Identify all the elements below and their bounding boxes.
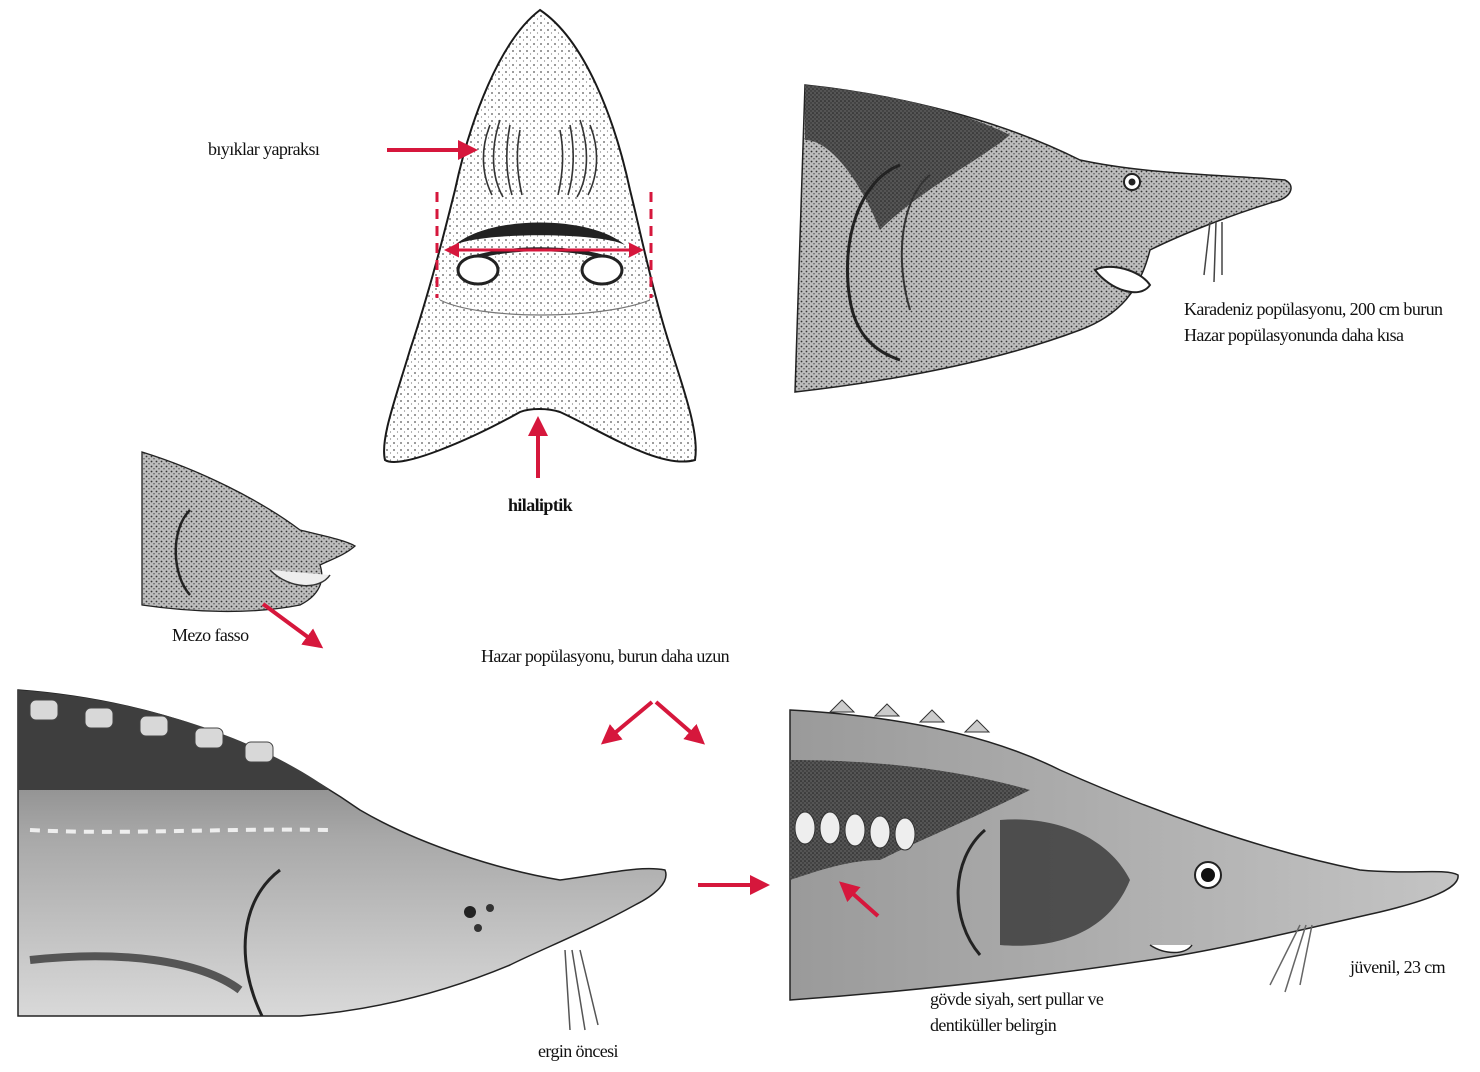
label-caspian: Hazar popülasyonu, burun daha uzun bbox=[481, 643, 729, 669]
split-arrow-icon bbox=[604, 702, 702, 742]
label-pre-adult: ergin öncesi bbox=[538, 1038, 618, 1064]
ventral-head-view bbox=[384, 10, 696, 462]
red-arrow-icon bbox=[263, 604, 320, 646]
pre-adult-illustration bbox=[18, 690, 666, 1030]
label-juvenile: jüvenil, 23 cm bbox=[1350, 954, 1445, 980]
barbels bbox=[565, 950, 598, 1030]
barbels bbox=[1204, 222, 1222, 282]
label-barbel-leaf: bıyıklar yapraksı bbox=[208, 136, 319, 162]
small-head-illustration bbox=[142, 452, 355, 611]
label-black-sea: Karadeniz popülasyonu, 200 cm burun Haza… bbox=[1184, 296, 1474, 348]
label-notch: hilaliptik bbox=[508, 492, 572, 518]
label-body-scales: gövde siyah, sert pullar ve dentiküller … bbox=[930, 986, 1150, 1038]
label-ventral: Mezo fasso bbox=[172, 622, 248, 648]
